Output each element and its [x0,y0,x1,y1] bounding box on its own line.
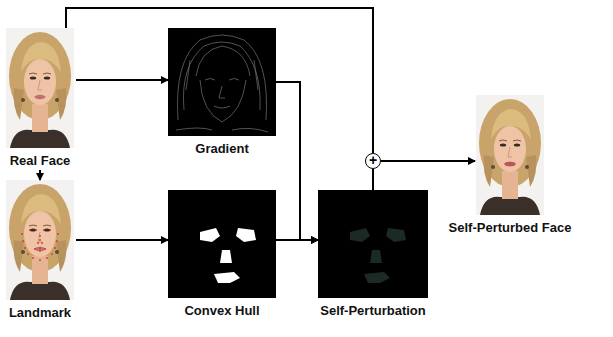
self-perturbed-face-node: Self-Perturbed Face [475,95,545,215]
convex-hull-regions [200,228,256,283]
convex-hull-node: Convex Hull [168,190,276,298]
caption-holder: Convex Hull [168,301,276,319]
flow-arrow [39,170,41,180]
perturbation-traces [350,228,406,283]
landmark-node: Landmark [6,180,74,300]
self-perturbation-map [318,190,428,298]
sum-circle: + [365,153,381,169]
image-caption: Real Face [10,153,71,168]
caption-holder: Real Face [6,151,74,169]
flow-arrow [76,79,168,81]
caption-holder: Self-Perturbed Face [475,218,545,236]
caption-holder: Gradient [168,139,276,157]
flow-arrow [381,160,475,162]
flow-arrow [76,239,168,241]
real-face-node: Real Face [6,28,74,148]
landmark-dots [21,229,59,261]
caption-holder: Self-Perturbation [318,301,428,319]
real-face-photo [6,28,74,148]
gradient-map [168,28,276,136]
flow-arrow [276,239,318,241]
gradient-edges [176,35,268,132]
image-caption: Gradient [195,141,248,156]
image-caption: Self-Perturbation [320,303,425,318]
caption-holder: Landmark [6,303,74,321]
convex-hull-mask [168,190,276,298]
perturbed-lips [504,162,515,167]
sum-sign: + [366,154,380,167]
self-perturbation-node: Self-Perturbation [318,190,428,298]
perturbed-face-photo [476,95,544,215]
flow-arrow [276,82,318,240]
flow-arrow [66,8,373,153]
flow-arrow [372,169,374,190]
gradient-node: Gradient [168,28,276,136]
landmark-photo [6,180,74,300]
image-caption: Landmark [9,305,71,320]
image-caption: Self-Perturbed Face [449,220,572,235]
image-caption: Convex Hull [184,303,259,318]
